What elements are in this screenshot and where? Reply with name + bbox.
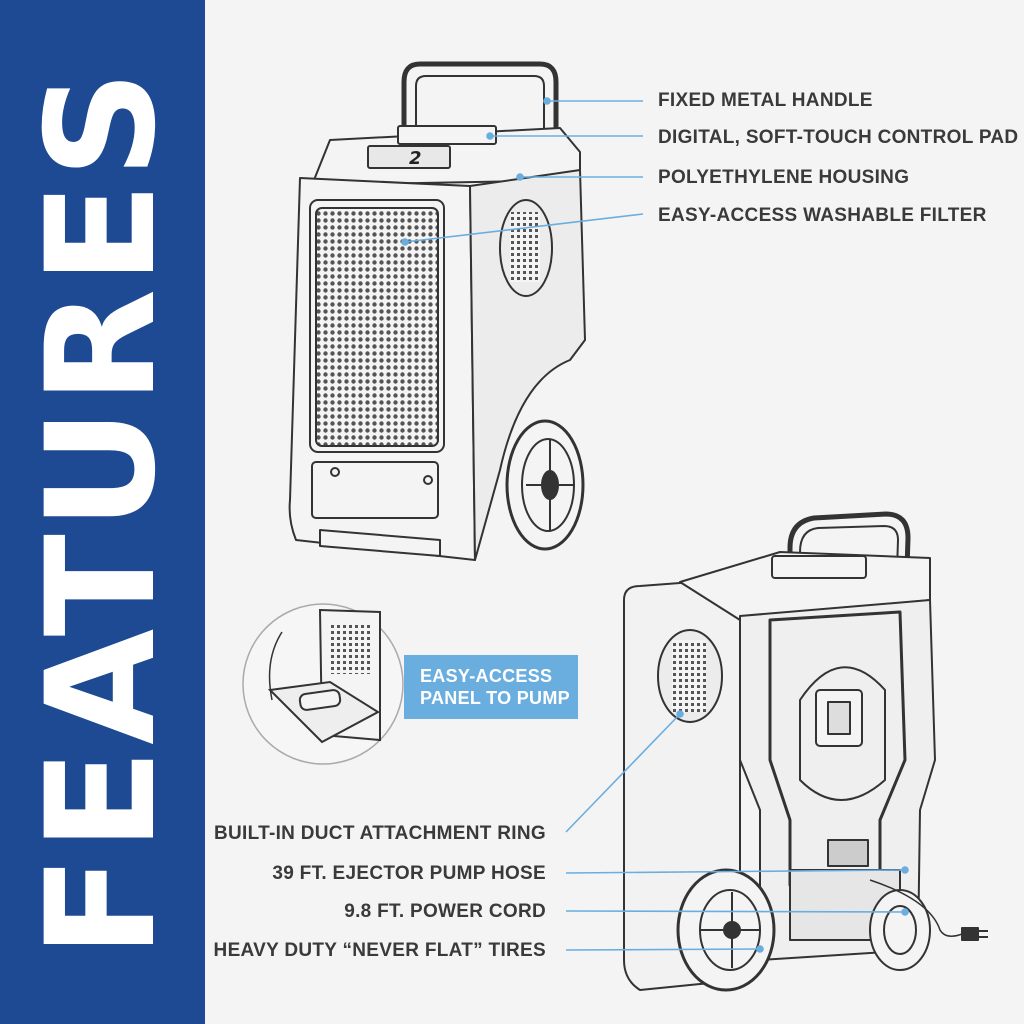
washable-filter-icon	[315, 207, 439, 447]
sidebar-banner: FEATURES	[0, 0, 205, 1024]
duct-ring-label: BUILT-IN DUCT ATTACHMENT RING	[213, 823, 546, 844]
handle-label: FIXED METAL HANDLE	[658, 90, 873, 111]
tires-label: HEAVY DUTY “NEVER FLAT” TIRES	[213, 940, 546, 961]
pump-panel-line1: EASY-ACCESS	[420, 666, 553, 686]
pump-hose-label: 39 FT. EJECTOR PUMP HOSE	[272, 863, 546, 884]
leader-lines	[401, 97, 909, 953]
pump-panel-callout: EASY-ACCESS PANEL TO PUMP	[404, 655, 578, 719]
filter-label: EASY-ACCESS WASHABLE FILTER	[658, 205, 987, 226]
housing-label: POLYETHYLENE HOUSING	[658, 167, 910, 188]
control-pad-label: DIGITAL, SOFT-TOUCH CONTROL PAD	[658, 127, 1019, 148]
rear-unit-drawing	[623, 511, 988, 992]
front-unit-drawing: 2	[288, 61, 586, 561]
power-cord-label: 9.8 FT. POWER CORD	[344, 901, 546, 922]
display-digit: 2	[409, 148, 422, 169]
pump-panel-inset	[242, 603, 404, 765]
pump-panel-line2: PANEL TO PUMP	[420, 688, 570, 708]
handle-icon	[401, 61, 559, 138]
